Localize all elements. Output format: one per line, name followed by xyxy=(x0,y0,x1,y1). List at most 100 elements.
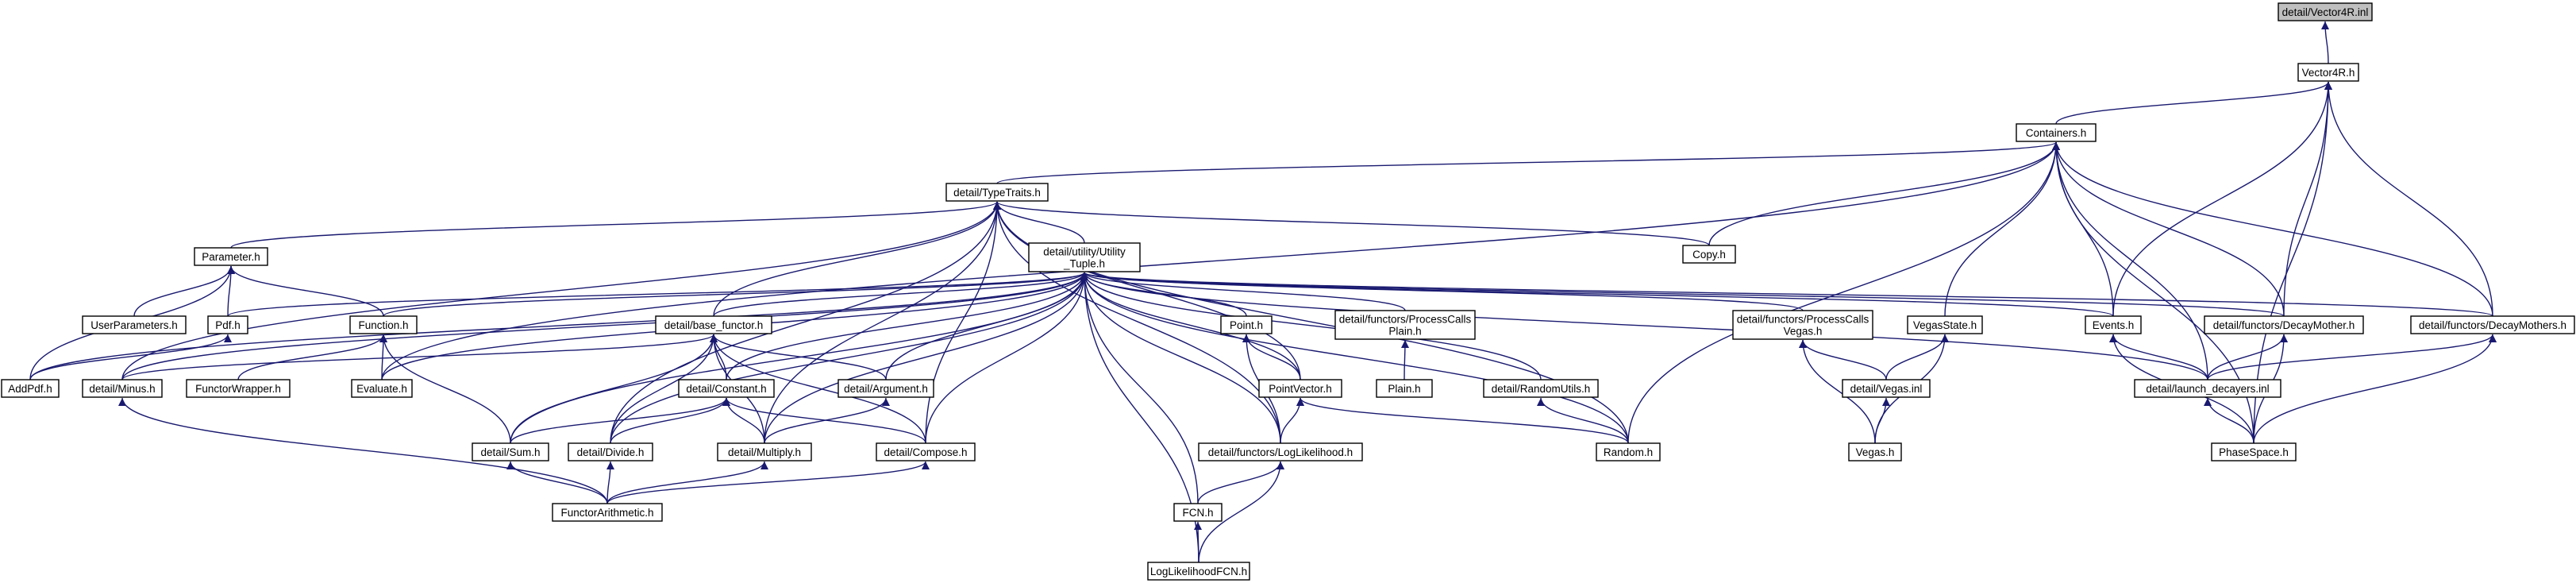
node-box xyxy=(186,379,291,398)
node-launch-decayers-inl[interactable]: detail/launch_decayers.inl xyxy=(2134,379,2281,398)
node-label: detail/launch_decayers.inl xyxy=(2146,383,2269,395)
edge-vegas-inl-to-processcalls-vegas-h xyxy=(1799,339,1887,380)
node-label: detail/utility/Utility xyxy=(1043,246,1126,258)
edge-multiply-h-to-constant-h xyxy=(722,397,765,444)
node-box xyxy=(1147,562,1250,581)
node-randomutils-h[interactable]: detail/RandomUtils.h xyxy=(1483,379,1599,398)
edge-launch-decayers-inl-to-decaymothers-h xyxy=(2207,334,2497,380)
node-divide-h[interactable]: detail/Divide.h xyxy=(568,442,653,461)
node-loglikelihood-h[interactable]: detail/functors/LogLikelihood.h xyxy=(1198,442,1363,461)
edge-sum-h-to-function-h xyxy=(379,334,511,444)
edge-plain-h-to-processcalls-plain-h xyxy=(1400,339,1409,380)
node-box xyxy=(351,379,413,398)
node-box xyxy=(2204,315,2364,334)
node-base-functor-h[interactable]: detail/base_functor.h xyxy=(655,315,772,334)
node-loglikelihoodfcn-h[interactable]: LogLikelihoodFCN.h xyxy=(1147,562,1250,581)
edge-vegas-h-to-processcalls-vegas-h xyxy=(1799,339,1876,444)
node-box xyxy=(837,379,934,398)
node-vegas-h[interactable]: Vegas.h xyxy=(1848,442,1902,461)
edge-events-h-to-utility-tuple-h xyxy=(1080,272,2114,317)
node-events-h[interactable]: Events.h xyxy=(2085,315,2142,334)
node-box xyxy=(1596,442,1661,461)
node-sum-h[interactable]: detail/Sum.h xyxy=(472,442,549,461)
node-functorwrapper-h[interactable]: FunctorWrapper.h xyxy=(186,379,291,398)
node-random-h[interactable]: Random.h xyxy=(1596,442,1661,461)
node-vector4r-inl: detail/Vector4R.inl xyxy=(2278,2,2373,21)
node-label: Vegas.h xyxy=(1856,446,1895,458)
edge-random-h-to-containers-h xyxy=(1627,141,2060,444)
node-fcn-h[interactable]: FCN.h xyxy=(1173,503,1223,522)
node-copy-h[interactable]: Copy.h xyxy=(1682,245,1736,264)
edge-phasespace-h-to-vector4r-h xyxy=(2253,81,2332,444)
node-constant-h[interactable]: detail/Constant.h xyxy=(678,379,775,398)
edge-minus-h-to-typetraits-h xyxy=(121,201,1001,380)
node-label: Plain.h xyxy=(1388,326,1421,338)
edge-divide-h-to-constant-h xyxy=(610,397,730,444)
edge-addpdf-h-to-pdf-h xyxy=(29,334,232,380)
node-box xyxy=(568,442,653,461)
node-box xyxy=(1,379,60,398)
node-decaymother-h[interactable]: detail/functors/DecayMother.h xyxy=(2204,315,2364,334)
node-box xyxy=(2134,379,2281,398)
node-addpdf-h[interactable]: AddPdf.h xyxy=(1,379,60,398)
edge-functorwrapper-h-to-function-h xyxy=(237,334,387,380)
node-userparameters-h[interactable]: UserParameters.h xyxy=(82,315,187,334)
edge-argument-h-to-base-functor-h xyxy=(710,334,887,380)
node-label: Pdf.h xyxy=(215,319,241,331)
node-box xyxy=(2278,2,2373,21)
node-multiply-h[interactable]: detail/Multiply.h xyxy=(717,442,812,461)
node-box xyxy=(472,442,549,461)
node-pointvector-h[interactable]: PointVector.h xyxy=(1258,379,1342,398)
node-box xyxy=(1173,503,1223,522)
node-minus-h[interactable]: detail/Minus.h xyxy=(82,379,163,398)
node-label: detail/Compose.h xyxy=(884,446,967,458)
node-utility-tuple-h[interactable]: detail/utility/Utility_Tuple.h xyxy=(1028,242,1141,272)
node-vegasstate-h[interactable]: VegasState.h xyxy=(1907,315,1983,334)
node-containers-h[interactable]: Containers.h xyxy=(2016,123,2097,142)
node-argument-h[interactable]: detail/Argument.h xyxy=(837,379,934,398)
edge-processcalls-plain-h-to-utility-tuple-h xyxy=(1080,272,1406,311)
node-label: detail/functors/LogLikelihood.h xyxy=(1208,446,1353,458)
node-vector4r-h[interactable]: Vector4R.h xyxy=(2297,63,2359,82)
edge-random-h-to-utility-tuple-h xyxy=(1080,272,1629,444)
edge-launch-decayers-inl-to-containers-h xyxy=(2052,141,2208,380)
node-evaluate-h[interactable]: Evaluate.h xyxy=(351,379,413,398)
node-pdf-h[interactable]: Pdf.h xyxy=(207,315,248,334)
node-vegas-inl[interactable]: detail/Vegas.inl xyxy=(1842,379,1931,398)
node-phasespace-h[interactable]: PhaseSpace.h xyxy=(2211,442,2297,461)
node-point-h[interactable]: Point.h xyxy=(1220,315,1273,334)
node-box xyxy=(1376,379,1433,398)
node-compose-h[interactable]: detail/Compose.h xyxy=(876,442,976,461)
node-label: detail/Sum.h xyxy=(480,446,540,458)
edge-decaymother-h-to-utility-tuple-h xyxy=(1080,272,2285,317)
edge-function-h-to-parameter-h xyxy=(227,265,384,317)
edge-decaymothers-h-to-containers-h xyxy=(2052,141,2493,317)
node-box xyxy=(1220,315,1273,334)
node-functorarithmetic-h[interactable]: FunctorArithmetic.h xyxy=(552,503,663,522)
edge-sum-h-to-base-functor-h xyxy=(510,334,718,444)
node-function-h[interactable]: Function.h xyxy=(349,315,418,334)
edge-typetraits-h-to-containers-h xyxy=(996,141,2060,184)
edge-minus-h-to-base-functor-h xyxy=(121,334,718,380)
node-label: detail/TypeTraits.h xyxy=(953,187,1041,199)
edge-functorarithmetic-h-to-multiply-h xyxy=(606,461,768,504)
node-label: detail/Multiply.h xyxy=(728,446,801,458)
edge-layer xyxy=(29,21,2497,563)
edge-sum-h-to-constant-h xyxy=(510,397,730,444)
edge-base-functor-h-to-typetraits-h xyxy=(713,201,1001,317)
edge-functorarithmetic-h-to-divide-h xyxy=(606,461,614,504)
node-plain-h[interactable]: Plain.h xyxy=(1376,379,1433,398)
node-box xyxy=(2016,123,2097,142)
node-typetraits-h[interactable]: detail/TypeTraits.h xyxy=(945,183,1049,202)
edge-copy-h-to-typetraits-h xyxy=(993,201,1710,246)
node-box xyxy=(349,315,418,334)
edge-events-h-to-vector4r-h xyxy=(2112,81,2332,317)
node-label: detail/Vector4R.inl xyxy=(2282,6,2369,18)
node-label: FCN.h xyxy=(1182,507,1213,519)
node-label: detail/functors/DecayMother.h xyxy=(2213,319,2355,331)
node-decaymothers-h[interactable]: detail/functors/DecayMothers.h xyxy=(2410,315,2575,334)
edge-vector4r-h-to-vector4r-inl xyxy=(2321,21,2330,64)
node-parameter-h[interactable]: Parameter.h xyxy=(194,247,268,266)
